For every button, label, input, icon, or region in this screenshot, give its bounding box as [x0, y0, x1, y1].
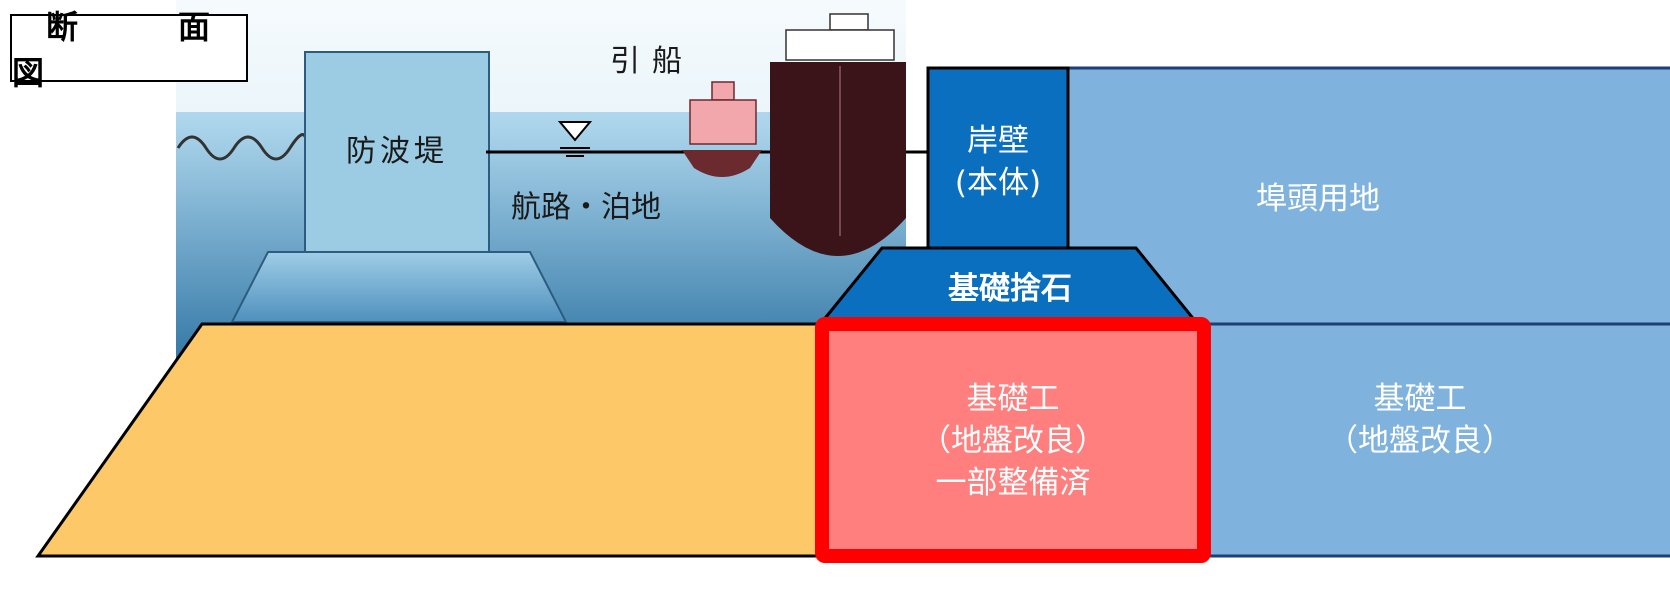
foundation-highlight-label: 基礎工 （地盤改良） 一部整備済	[840, 378, 1186, 504]
reclamation-fill	[35, 322, 824, 558]
tug-deckhouse	[689, 99, 757, 145]
water-level-marker	[557, 121, 593, 142]
quaywall-label-line1: 岸壁	[967, 123, 1029, 159]
tug-cabin	[711, 81, 735, 101]
tug-label: 引船	[610, 44, 694, 79]
foundation-highlight-line1: 基礎工	[966, 381, 1060, 417]
foundation-highlight	[815, 317, 1211, 563]
ship-hull	[770, 62, 906, 256]
channel-label: 航路・泊地	[511, 190, 661, 225]
foundation-highlight-line2: （地盤改良）	[920, 423, 1106, 459]
foundation-right	[1202, 322, 1670, 558]
foundation-highlight-line3: 一部整備済	[935, 465, 1091, 501]
ship-bridge-top	[829, 13, 869, 31]
quaywall-label: 岸壁 (本体)	[928, 120, 1068, 204]
quaywall-body	[926, 66, 1070, 250]
wave-line	[176, 133, 308, 161]
tug-hull	[682, 150, 762, 177]
wharf-land-label: 埠頭用地	[1256, 181, 1380, 217]
foundation-right-label: 基礎工 （地盤改良）	[1250, 378, 1590, 462]
foundation-right-line2: （地盤改良）	[1327, 423, 1513, 459]
breakwater-body	[304, 51, 490, 253]
ship-bridge	[785, 29, 895, 61]
breakwater-label: 防波堤	[346, 134, 448, 169]
rubble-label: 基礎捨石	[948, 271, 1072, 307]
diagram-title: 断 面 図	[10, 8, 276, 92]
quaywall-label-line2: (本体)	[954, 165, 1042, 201]
breakwater-mound	[230, 251, 568, 323]
foundation-right-line1: 基礎工	[1373, 381, 1467, 417]
